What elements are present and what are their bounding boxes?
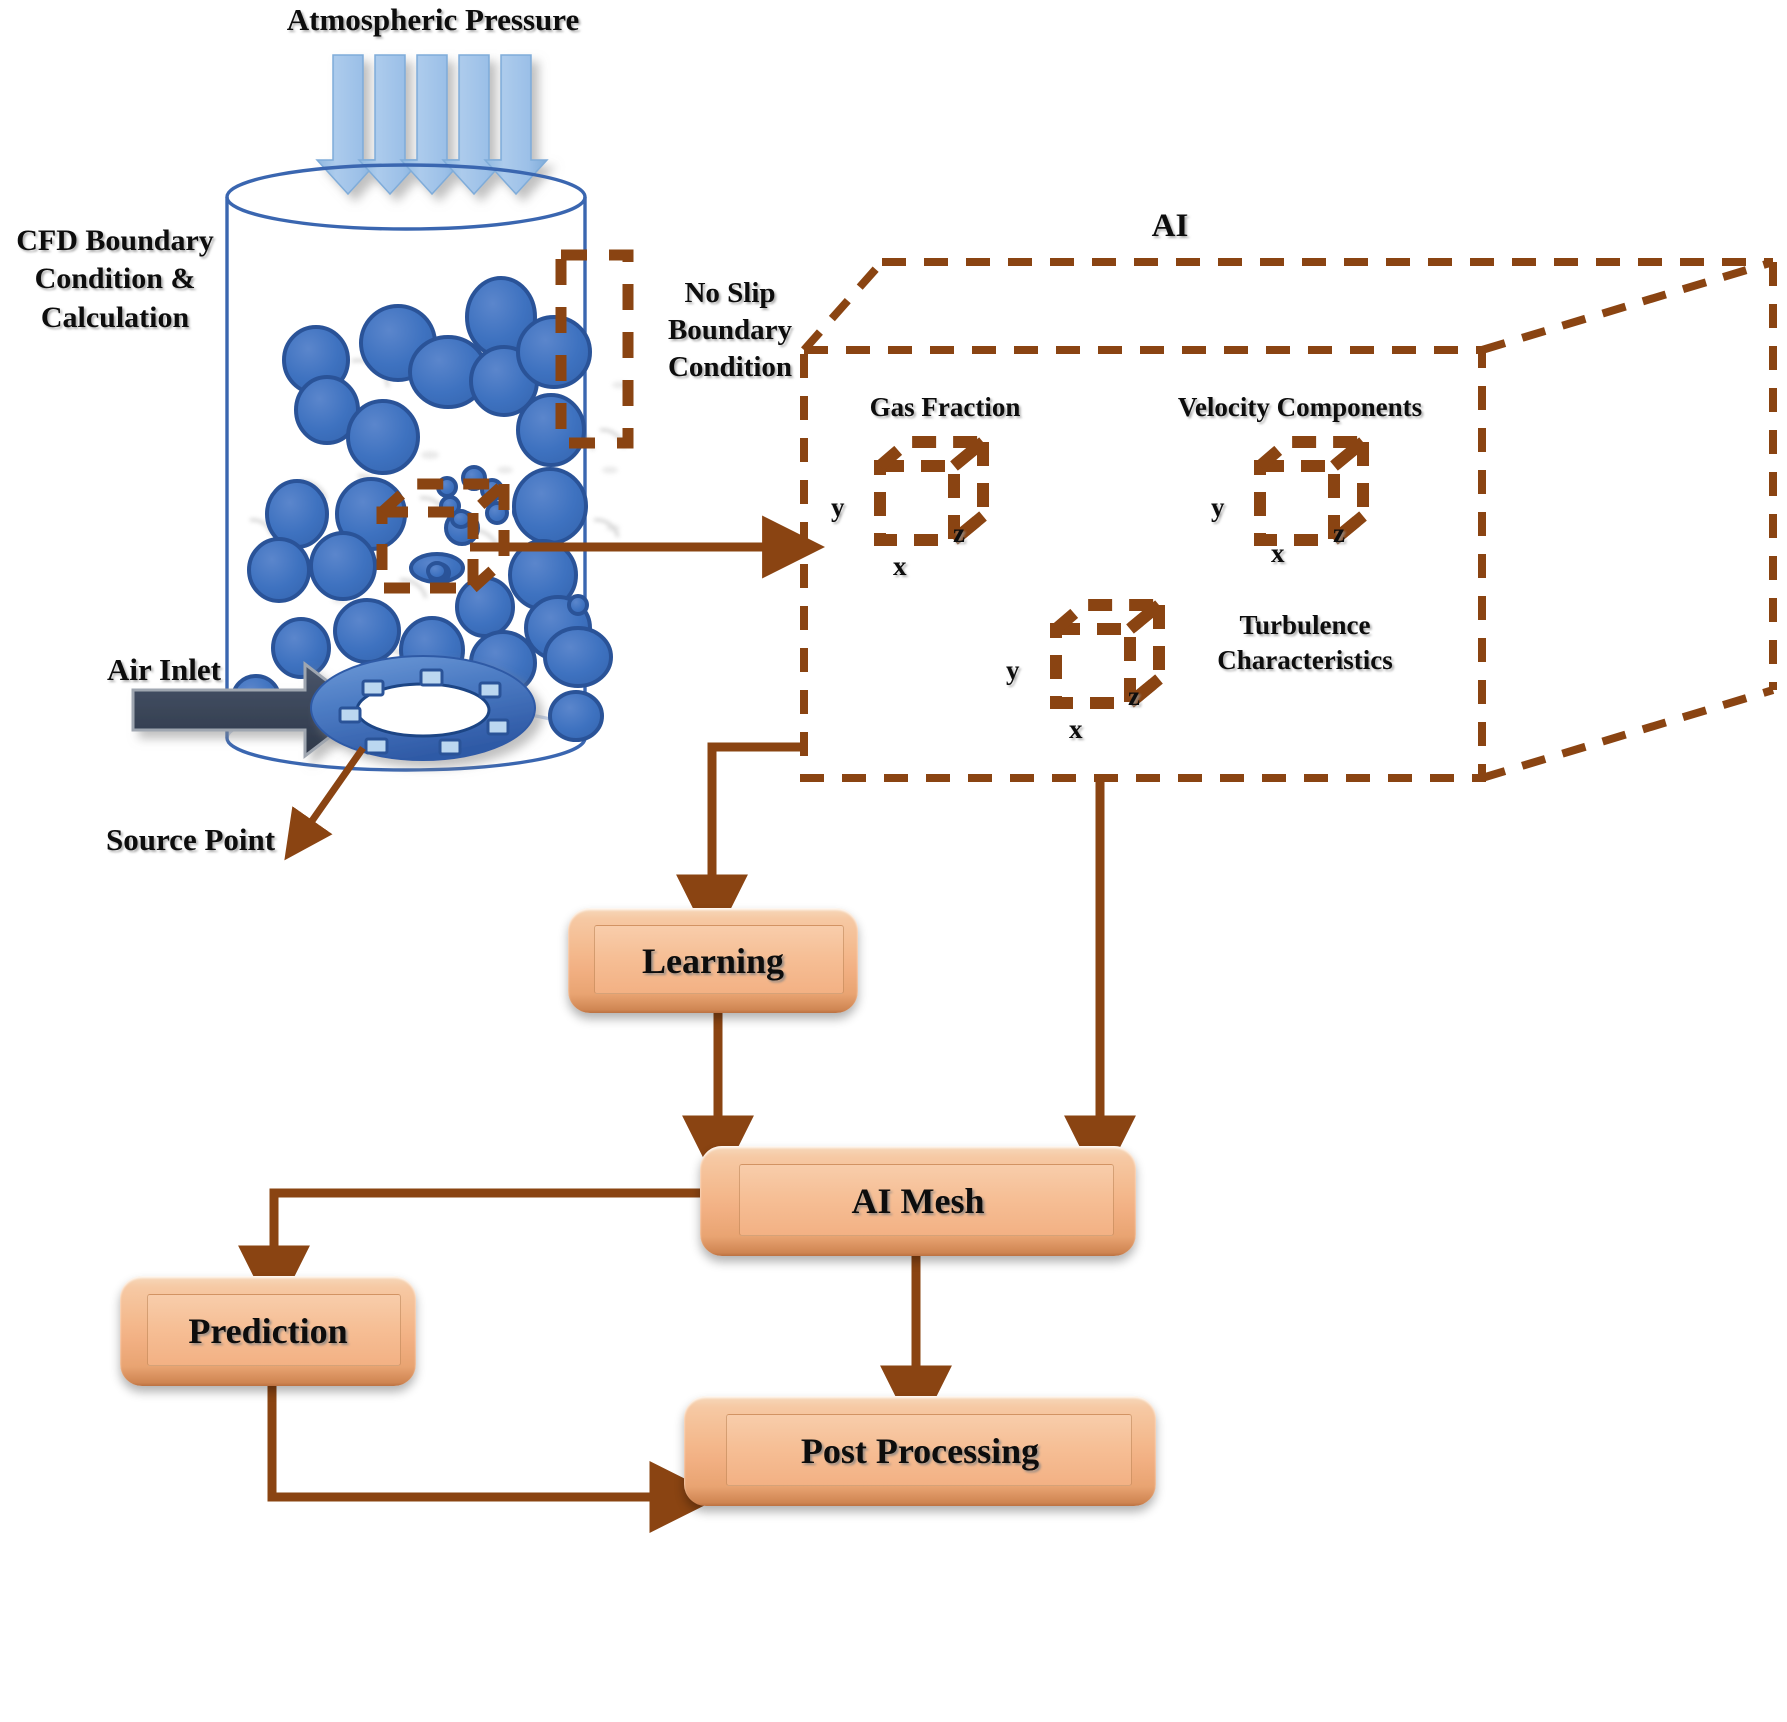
flow-node-prediction[interactable]: Prediction — [120, 1276, 416, 1386]
atmospheric-pressure-arrows — [315, 54, 549, 196]
ai-container-box — [800, 258, 1777, 782]
flow-node-ai-mesh-label: AI Mesh — [851, 1181, 985, 1221]
velocity-components-axis-y: y — [1211, 492, 1225, 522]
turbulence-characteristics-label: Turbulence Characteristics — [1217, 610, 1393, 675]
gas-fraction-cube — [874, 436, 1000, 546]
velocity-components-cube — [1254, 436, 1380, 546]
gas-fraction-axis-x: x — [893, 551, 907, 581]
flow-node-post-processing[interactable]: Post Processing — [684, 1396, 1156, 1506]
velocity-components-label: Velocity Components — [1177, 392, 1423, 422]
flow-node-post-processing-label: Post Processing — [800, 1431, 1040, 1471]
flow-node-learning[interactable]: Learning — [568, 908, 858, 1013]
flow-node-ai-mesh[interactable]: AI Mesh — [700, 1146, 1136, 1256]
bubbles — [231, 276, 613, 742]
air-inlet-label: Air Inlet — [107, 652, 221, 687]
gas-fraction-axis-y: y — [831, 492, 845, 522]
turbulence-characteristics-cube — [1050, 599, 1176, 709]
source-point-leader — [284, 745, 366, 861]
turbulence-axis-y: y — [1006, 655, 1020, 685]
velocity-components-axis-x: x — [1271, 538, 1285, 568]
ai-label: AI — [1151, 208, 1189, 244]
turbulence-axis-x: x — [1069, 714, 1083, 744]
velocity-components-axis-z: z — [1333, 518, 1345, 548]
turbulence-axis-z: z — [1128, 681, 1140, 711]
sample-cell-cube — [376, 478, 519, 594]
no-slip-boundary-rect — [555, 249, 634, 449]
flow-node-prediction-label: Prediction — [188, 1311, 348, 1351]
sparger-holes — [338, 668, 510, 756]
source-point-label: Source Point — [106, 822, 276, 857]
atmospheric-pressure-label: Atmospheric Pressure — [286, 2, 580, 37]
no-slip-boundary-condition-label: No Slip Boundary Condition — [667, 277, 793, 384]
cfd-boundary-condition-label: CFD Boundary Condition & Calculation — [16, 224, 214, 334]
gas-fraction-axis-z: z — [953, 518, 965, 548]
flow-node-learning-label: Learning — [641, 940, 784, 981]
gas-fraction-label: Gas Fraction — [869, 392, 1021, 422]
flow-connectors — [238, 742, 1136, 1533]
